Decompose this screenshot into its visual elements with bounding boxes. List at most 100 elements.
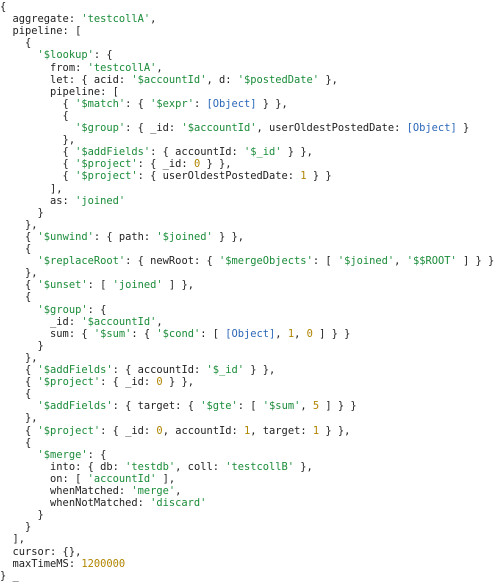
code-text <box>0 49 38 61</box>
code-text: , <box>294 327 307 340</box>
code-line: { <box>0 388 31 400</box>
string-literal: '$joined' <box>156 230 213 243</box>
code-text: : { <box>93 49 113 62</box>
code-line: { <box>0 1 6 13</box>
code-text: { <box>0 243 32 255</box>
code-line: maxTimeMS: 1200000 <box>0 557 126 570</box>
code-line: { '$unset': [ 'joined' ] }, <box>0 279 194 291</box>
string-literal: 'joined' <box>75 194 126 207</box>
code-text: , <box>275 327 288 340</box>
code-text: , <box>156 61 163 74</box>
code-line: cursor: {}, <box>0 545 82 558</box>
string-literal: '$_id' <box>244 146 282 159</box>
code-text: { <box>0 388 32 401</box>
code-text: { <box>0 146 76 159</box>
code-line: } <box>0 521 31 533</box>
code-text: : [ <box>200 327 226 340</box>
code-text: : { <box>131 327 157 340</box>
code-line: { <box>0 437 31 449</box>
code-text <box>0 449 38 461</box>
code-line: ], <box>0 183 63 195</box>
code-text: : { accountId: <box>112 364 207 376</box>
code-text: } } <box>306 170 332 183</box>
code-line: { <box>0 243 31 255</box>
code-line: _id: '$accountId', <box>0 316 163 328</box>
code-text: : [ <box>312 255 338 268</box>
string-literal: '$lookup' <box>37 49 94 62</box>
code-text <box>0 255 38 267</box>
code-text: , <box>150 13 157 26</box>
code-text: pipeline: [ <box>0 25 82 38</box>
code-text: { <box>0 37 32 50</box>
code-text: }, <box>0 218 38 231</box>
code-line: as: 'joined' <box>0 195 125 207</box>
code-text <box>0 122 75 134</box>
code-text <box>0 400 38 412</box>
code-text: } }, <box>212 230 245 243</box>
string-literal: '$project' <box>75 170 138 183</box>
number-literal: 0 <box>193 158 201 171</box>
string-literal: '$accountId' <box>131 73 207 86</box>
code-text: }, <box>0 267 38 280</box>
code-line: whenMatched: 'merge', <box>0 485 181 497</box>
code-text: maxTimeMS: <box>0 557 82 570</box>
code-text: , <box>394 255 407 268</box>
code-text: { <box>0 230 38 243</box>
code-text: _id: <box>0 315 82 328</box>
code-line: from: 'testcollA', <box>0 62 163 74</box>
code-text: } <box>0 521 32 534</box>
code-line: { '$match': { '$expr': [Object] } }, <box>0 98 288 110</box>
code-line: { '$unwind': { path: '$joined' } }, <box>0 231 244 243</box>
code-line: '$group': { <box>0 304 107 316</box>
code-text: } <box>0 569 13 582</box>
code-text: } <box>0 339 44 352</box>
code-line: { '$project': { userOldestPostedDate: 1 … <box>0 170 332 182</box>
code-text: into: { db: <box>0 460 126 473</box>
string-literal: 'testcollB' <box>225 460 295 473</box>
string-literal: '$match' <box>75 97 126 110</box>
code-text: } <box>0 206 44 219</box>
code-text: { <box>0 97 76 110</box>
object-placeholder: [Object] <box>225 327 276 340</box>
code-text: : { accountId: <box>150 146 244 159</box>
code-text: ] } } <box>456 255 495 268</box>
number-literal: 1200000 <box>81 557 126 570</box>
code-text: ], <box>0 182 63 195</box>
string-literal: '$postedDate' <box>237 73 320 86</box>
code-text: cursor: {}, <box>0 545 82 558</box>
code-text: { <box>0 376 38 389</box>
string-literal: '$joined' <box>337 255 395 268</box>
string-literal: '$addFields' <box>75 146 151 159</box>
code-text: : { path: <box>93 230 157 243</box>
code-line: { <box>0 37 31 49</box>
string-literal: '$project' <box>37 424 101 437</box>
code-line: pipeline: [ <box>0 25 82 38</box>
code-line: aggregate: 'testcollA', <box>0 13 157 26</box>
code-text: , userOldestPostedDate: <box>256 122 407 134</box>
code-text: { <box>0 364 38 376</box>
code-line: }, <box>0 267 38 279</box>
code-text: let: { acid: <box>0 73 132 86</box>
number-literal: 0 <box>306 327 313 340</box>
code-line: '$group': { _id: '$accountId', userOldes… <box>0 122 469 134</box>
string-literal: '$$ROOT' <box>406 255 457 268</box>
code-text: { <box>0 1 7 13</box>
code-line: }, <box>0 219 38 231</box>
code-text: { <box>0 158 76 171</box>
string-literal: '$gte' <box>200 400 238 413</box>
code-text: ] } } <box>319 400 357 413</box>
string-literal: 'testcollA' <box>87 61 157 74</box>
code-text: } }, <box>200 158 232 171</box>
code-text: : [ <box>87 279 113 292</box>
code-text: }, <box>0 351 38 364</box>
code-text: , coll: <box>175 460 226 473</box>
code-line: }, <box>0 412 38 424</box>
code-text: }, <box>0 134 76 147</box>
code-text: { <box>0 436 32 449</box>
code-text: } }, <box>162 376 194 389</box>
code-line: ], <box>0 533 26 545</box>
string-literal: '$_id' <box>206 364 245 376</box>
string-literal: '$addFields' <box>37 364 113 376</box>
string-literal: '$expr' <box>150 97 194 110</box>
code-line: '$replaceRoot': { newRoot: { '$mergeObje… <box>0 255 495 268</box>
